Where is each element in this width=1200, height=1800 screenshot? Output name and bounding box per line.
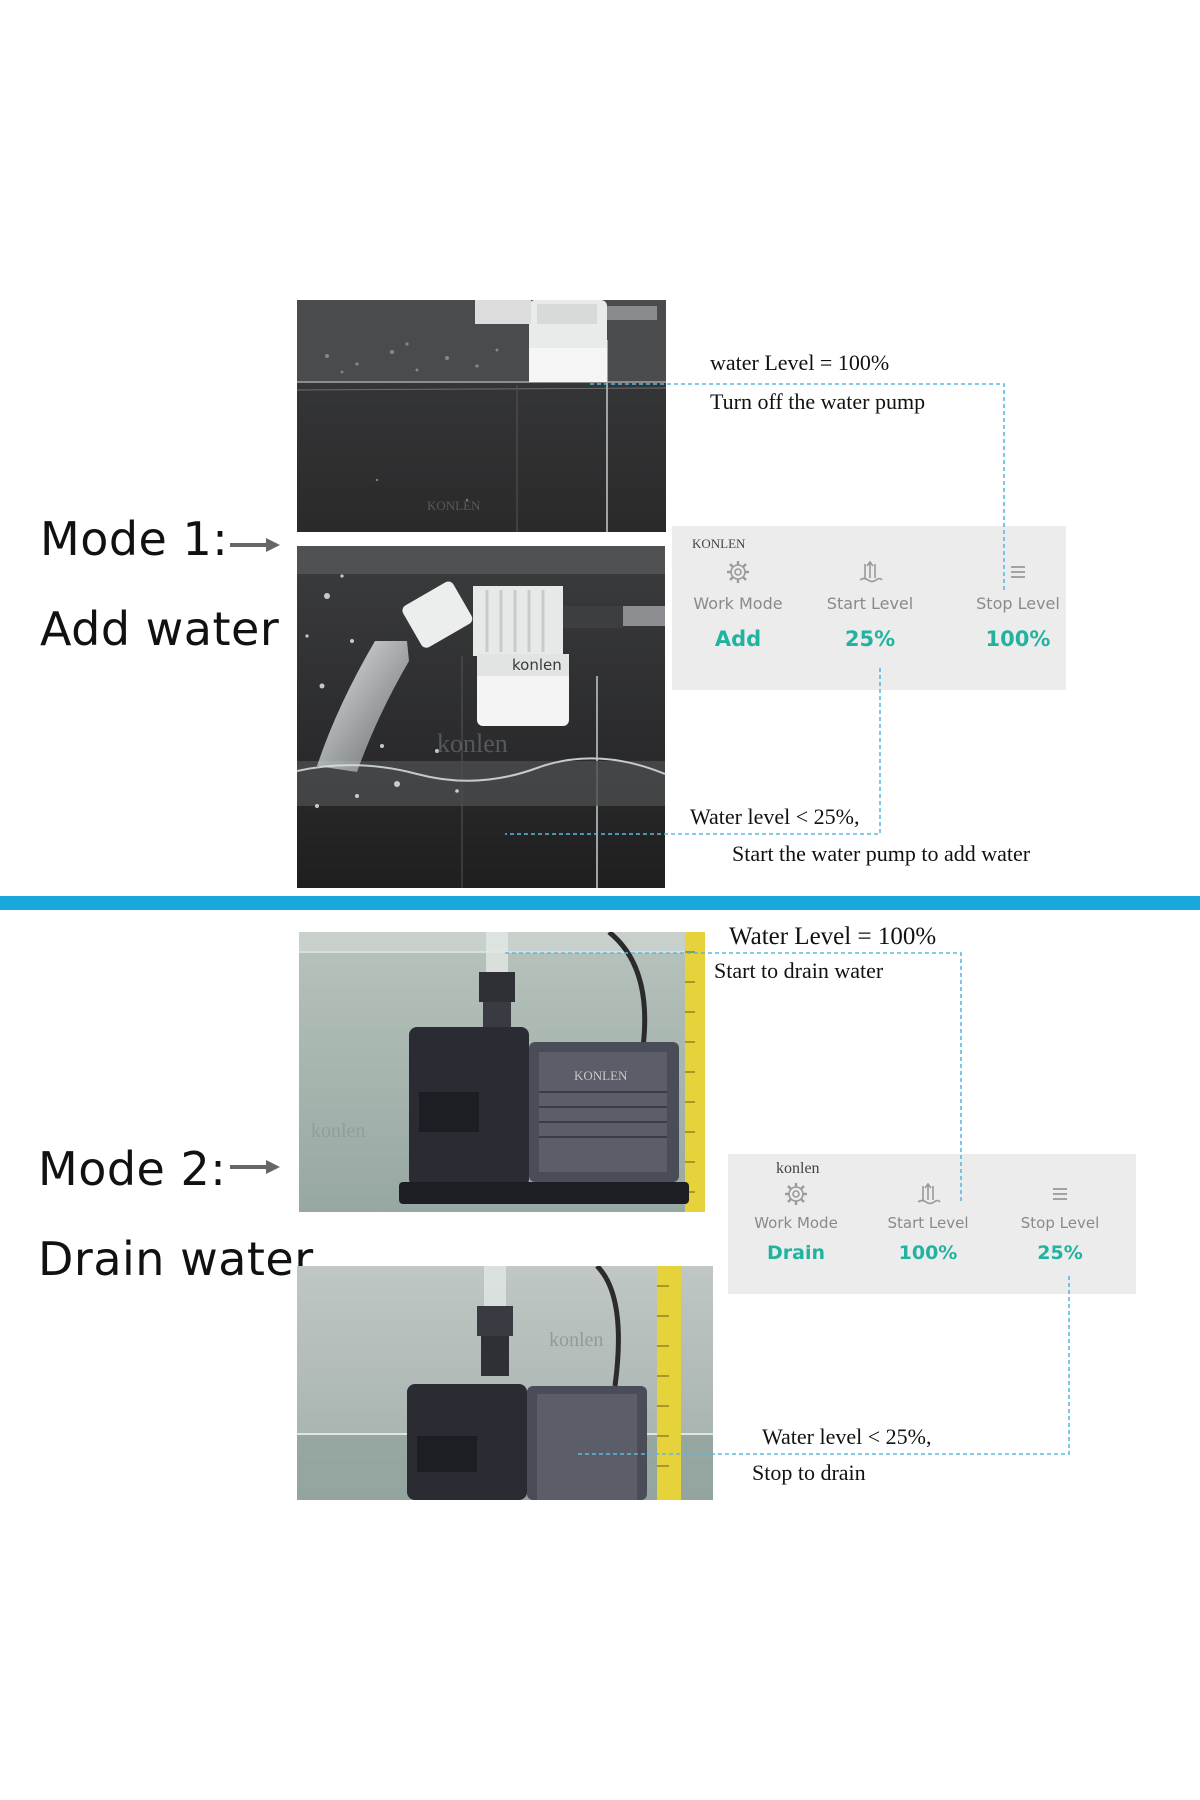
mode2-low-note-line2: Stop to drain	[752, 1460, 866, 1485]
mode2-bottom-watermark: konlen	[549, 1329, 603, 1351]
menu-lines-icon	[1053, 1188, 1067, 1200]
mode2-work-mode: Work Mode Drain	[726, 1180, 866, 1264]
mode2-arrow-icon	[230, 1160, 280, 1174]
mode1-start-level: Start Level 25%	[800, 558, 940, 651]
mode1-start-level-label: Start Level	[826, 594, 914, 613]
mode1-work-mode-label: Work Mode	[693, 594, 783, 613]
mode2-full-tank-photo: KONLEN konlen	[299, 932, 705, 1212]
mode2-start-level-label: Start Level	[887, 1214, 969, 1232]
mode1-stop-level: Stop Level 100%	[948, 558, 1088, 651]
mode2-settings-panel: konlen Work Mode Drain Start Level 100%	[728, 1154, 1136, 1294]
water-level-icon	[859, 560, 883, 583]
mode1-full-note-line2: Turn off the water pump	[710, 389, 926, 414]
mode2-pump-brand: KONLEN	[574, 1068, 628, 1083]
mode1-arrow-icon	[230, 538, 280, 552]
mode2-low-note-line1: Water level < 25%,	[762, 1424, 932, 1449]
mode1-low-note-line2: Start the water pump to add water	[732, 841, 1031, 866]
mode1-panel-brand: KONLEN	[692, 536, 746, 551]
mode2-top-watermark: konlen	[311, 1120, 365, 1142]
mode2-full-note-line2: Start to drain water	[714, 958, 884, 983]
mode1-settings-panel: KONLEN Work Mode Add Start Level 25%	[672, 526, 1066, 690]
gear-icon	[727, 561, 749, 583]
mode1-full-tank-photo: KONLEN	[297, 300, 666, 532]
mode2-start-level: Start Level 100%	[858, 1180, 998, 1264]
mode1-bottom-watermark: konlen	[437, 729, 508, 758]
mode2-work-mode-label: Work Mode	[754, 1214, 838, 1232]
mode1-work-mode-value: Add	[714, 627, 762, 651]
section-divider	[0, 896, 1200, 910]
mode1-stop-level-value: 100%	[985, 627, 1051, 651]
mode1-valve-label: konlen	[512, 656, 562, 674]
mode1-low-tank-photo: konlen konlen	[297, 546, 665, 888]
mode2-title: Mode 2:	[38, 1142, 227, 1196]
mode1-subtitle: Add water	[40, 602, 280, 656]
menu-lines-icon	[1011, 566, 1025, 578]
mode1-low-note-line1: Water level < 25%,	[690, 804, 860, 829]
mode1-start-level-value: 25%	[844, 627, 896, 651]
mode2-panel-brand: konlen	[776, 1160, 820, 1177]
mode2-start-level-value: 100%	[898, 1242, 958, 1264]
mode1-stop-level-label: Stop Level	[976, 594, 1060, 613]
mode2-stop-level-label: Stop Level	[1020, 1214, 1100, 1232]
mode2-subtitle: Drain water	[38, 1232, 314, 1286]
mode1-title: Mode 1:	[40, 512, 229, 566]
mode2-stop-level-value: 25%	[1037, 1242, 1083, 1264]
mode2-stop-level: Stop Level 25%	[990, 1180, 1130, 1264]
mode2-work-mode-value: Drain	[766, 1242, 825, 1264]
mode1-work-mode: Work Mode Add	[668, 558, 808, 651]
gear-icon	[785, 1183, 807, 1205]
water-level-icon	[917, 1182, 941, 1205]
mode1-full-note-line1: water Level = 100%	[710, 350, 890, 375]
mode2-full-note-line1: Water Level = 100%	[729, 923, 937, 950]
mode2-low-tank-photo: konlen	[297, 1266, 713, 1500]
mode1-top-watermark: KONLEN	[427, 498, 481, 513]
